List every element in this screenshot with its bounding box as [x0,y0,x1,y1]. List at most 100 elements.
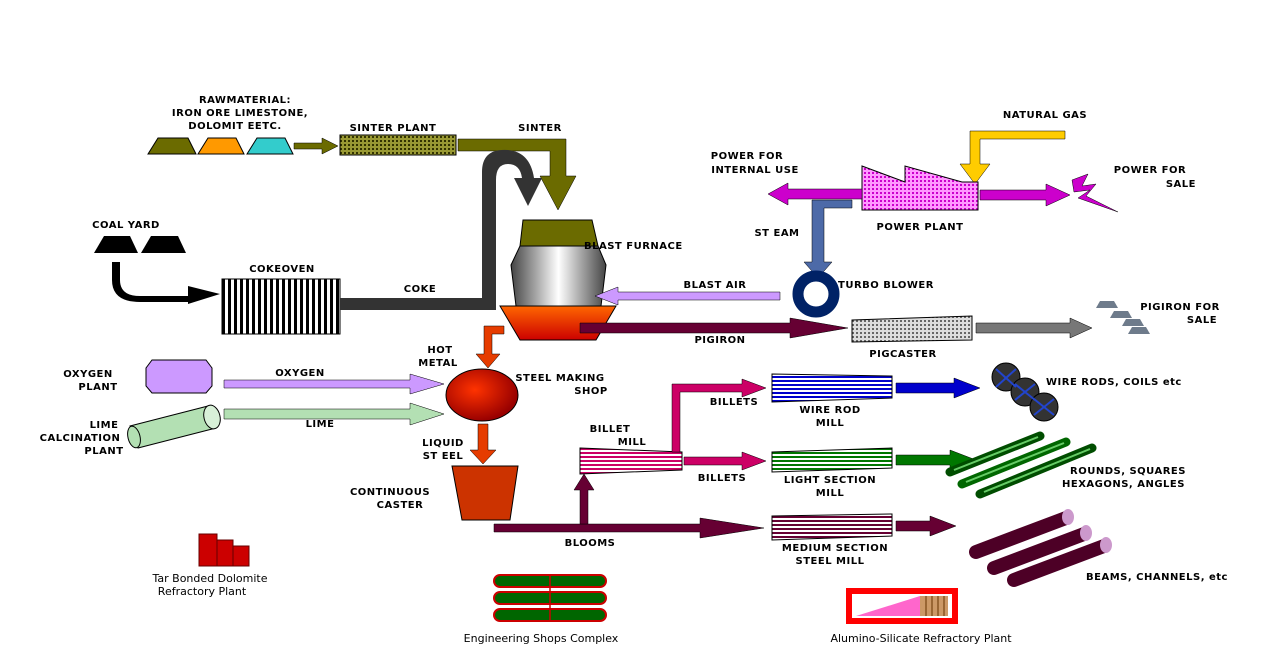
svg-text:IRON ORE LIMESTONE,: IRON ORE LIMESTONE, [172,108,308,119]
svg-text:MEDIUM SECTION: MEDIUM SECTION [782,543,888,554]
power-plant-label: POWER PLANT [876,222,963,233]
turbo-blower-label: TURBO BLOWER [838,280,934,291]
lime-label: LIME [306,419,335,430]
pig-to-sale-arrow [976,318,1092,338]
blooms-to-billet-arrow [574,474,594,524]
billets-to-wire-rod-arrow [672,379,766,452]
oxygen-plant [146,360,212,393]
steam-arrow [804,200,852,278]
svg-text:LIME: LIME [90,420,119,431]
light-section-mill-label: LIGHT SECTION MILL [784,475,876,499]
svg-text:ROUNDS, SQUARES: ROUNDS, SQUARES [1070,466,1186,477]
coke-oven-label: COKEOVEN [249,264,315,275]
light-section-mill [772,448,892,472]
billets-bottom-label: BILLETS [698,473,746,484]
blooms-arrow [494,518,764,538]
svg-text:HOT: HOT [427,345,452,356]
power-sale-label: POWER FOR SALE [1114,165,1196,190]
svg-text:STEEL MILL: STEEL MILL [796,556,865,567]
turbo-blower-ring [798,276,834,312]
pig-iron-sale-label: PIGIRON FOR SALE [1140,302,1220,326]
dolomite-pile [247,138,293,154]
sinter-plant [340,135,456,155]
liquid-steel-label: LIQUID ST EEL [422,438,464,462]
coal-yard-label: COAL YARD [92,220,160,231]
svg-text:WIRE ROD: WIRE ROD [799,405,860,416]
svg-text:Tar Bonded Dolomite: Tar Bonded Dolomite [152,572,268,585]
svg-text:RAWMATERIAL:: RAWMATERIAL: [199,95,291,106]
svg-text:POWER FOR: POWER FOR [711,151,783,162]
engineering-shops-label: Engineering Shops Complex [464,632,619,645]
continuous-caster-label: CONTINUOUS CASTER [350,487,430,511]
limestone-pile [198,138,244,154]
medium-section-mill [772,514,892,540]
wire-rods-label: WIRE RODS, COILS etc [1046,377,1182,388]
svg-text:PLANT: PLANT [78,382,117,393]
pig-caster-label: PIGCASTER [869,349,936,360]
medium-section-arrow [896,516,956,536]
lime-kiln [126,403,223,449]
alumino-silicate-icon [846,588,958,624]
blooms-label: BLOOMS [565,538,616,549]
svg-text:PLANT: PLANT [84,446,123,457]
svg-text:LIGHT SECTION: LIGHT SECTION [784,475,876,486]
coal-pile-1 [94,236,138,253]
oxygen-arrow [224,374,444,394]
coal-pile-2 [141,236,186,253]
beams-bars [976,509,1112,580]
svg-text:INTERNAL USE: INTERNAL USE [711,165,799,176]
pig-iron-label: PIGIRON [694,335,745,346]
natural-gas-arrow [960,131,1065,184]
svg-text:STEEL MAKING: STEEL MAKING [515,373,604,384]
blast-furnace-label: BLAST FURNACE [584,241,683,252]
svg-text:MILL: MILL [816,418,845,429]
tar-bonded-dolomite-icon [199,534,249,566]
raw-material-label: RAWMATERIAL: IRON ORE LIMESTONE, DOLOMIT… [172,95,308,132]
billets-to-light-section-arrow [684,452,766,470]
coke-conveyor [340,150,542,310]
iron-ore-pile [148,138,196,154]
svg-text:METAL: METAL [418,358,458,369]
svg-text:CALCINATION: CALCINATION [40,433,121,444]
power-internal-label: POWER FOR INTERNAL USE [711,151,799,176]
natural-gas-label: NATURAL GAS [1003,110,1087,121]
billet-mill-label: BILLET MILL [590,424,647,448]
liquid-steel-arrow [470,424,496,464]
tar-bonded-label: Tar Bonded Dolomite Refractory Plant [152,572,268,598]
oxygen-plant-label: OXYGEN PLANT [63,369,117,393]
wire-rod-mill-label: WIRE ROD MILL [799,405,860,429]
svg-text:BILLET: BILLET [590,424,631,435]
billet-mill [580,448,682,474]
power-plant [862,166,978,210]
svg-text:CASTER: CASTER [377,500,424,511]
wire-rod-arrow [896,378,980,398]
continuous-caster [452,466,518,520]
svg-text:LIQUID: LIQUID [422,438,464,449]
coke-label: COKE [404,284,436,295]
sinter-label: SINTER [518,123,562,134]
coke-oven [222,279,340,334]
medium-section-mill-label: MEDIUM SECTION STEEL MILL [782,543,888,567]
svg-text:CONTINUOUS: CONTINUOUS [350,487,430,498]
coal-to-coke-arrow [112,262,220,304]
pig-caster [852,316,972,342]
wire-rod-coils [992,363,1058,421]
steel-making-label: STEEL MAKING SHOP [515,373,607,397]
rounds-label: ROUNDS, SQUARES HEXAGONS, ANGLES [1062,466,1186,490]
svg-text:ST EEL: ST EEL [423,451,464,462]
oxygen-label: OXYGEN [275,368,325,379]
svg-text:MILL: MILL [618,437,647,448]
billets-top-label: BILLETS [710,397,758,408]
svg-text:PIGIRON FOR: PIGIRON FOR [1140,302,1220,313]
svg-text:SALE: SALE [1166,179,1196,190]
raw-to-sinter-arrow [294,138,338,154]
svg-text:MILL: MILL [816,488,845,499]
svg-text:OXYGEN: OXYGEN [63,369,113,380]
wire-rod-mill [772,374,892,402]
svg-text:SHOP: SHOP [574,386,607,397]
hot-metal-label: HOT METAL [418,345,458,369]
blast-furnace-middle [511,246,606,306]
engineering-shops-icon [494,575,606,621]
beams-label: BEAMS, CHANNELS, etc [1086,572,1228,583]
